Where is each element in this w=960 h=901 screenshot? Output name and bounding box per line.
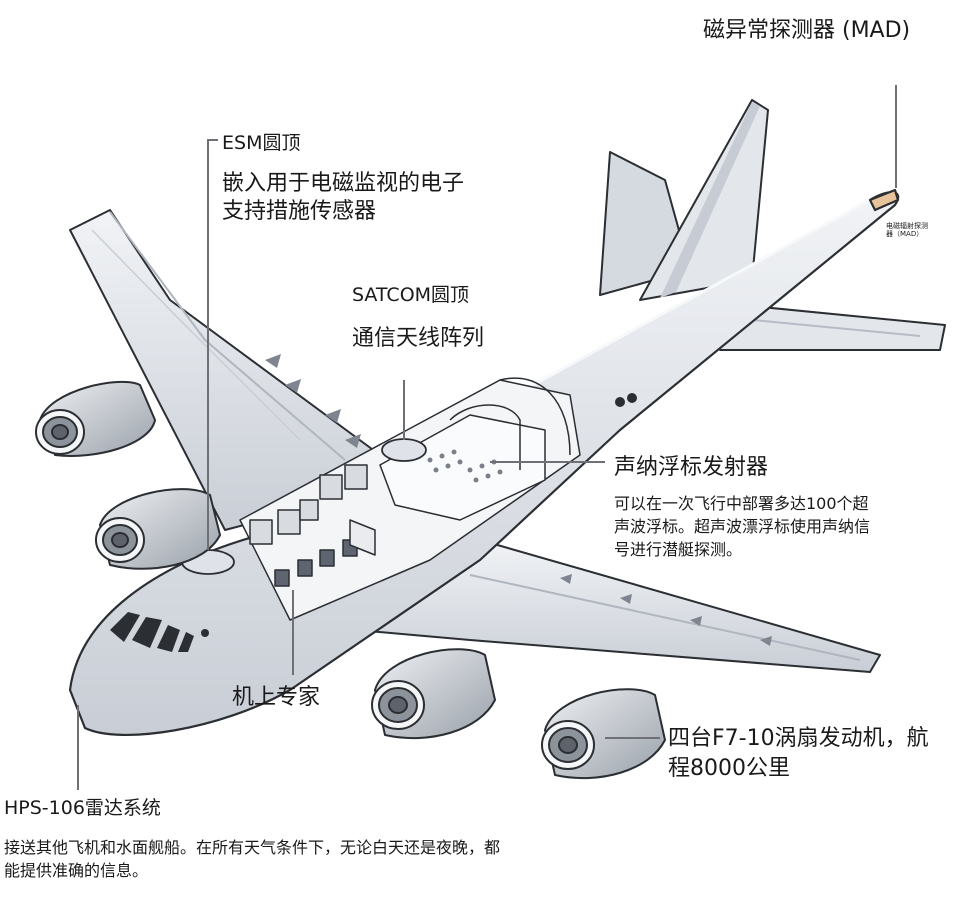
left-wing (69, 209, 381, 531)
vertical-tail (599, 99, 769, 301)
radar-desc-line2: 能提供准确的信息。 (4, 861, 149, 880)
leader-lines (77, 85, 897, 790)
mad-title: 磁异常探测器 (MAD) (703, 18, 911, 43)
esm-desc-line1: 嵌入用于电磁监视的电子 (222, 171, 465, 196)
engine-line1: 四台F7-10涡扇发动机，航 (668, 726, 929, 751)
leader-esm (207, 139, 218, 550)
radar-description: 接送其他飞机和水面舰船。在所有天气条件下，无论白天还是夜晚，都 能提供准确的信息… (4, 836, 500, 882)
satcom-title: SATCOM圆顶 (352, 284, 470, 306)
sonobuoy-desc-line1: 可以在一次飞行中部署多达100个超 (614, 494, 869, 513)
mad-tag-line1: 电磁辐射探测 (886, 222, 928, 230)
esm-title: ESM圆顶 (222, 132, 301, 154)
sonobuoy-description: 可以在一次飞行中部署多达100个超 声波浮标。超声波漂浮标使用声纳信 号进行潜艇… (614, 492, 870, 561)
radar-title: HPS-106雷达系统 (4, 797, 161, 819)
cockpit-windows (110, 612, 209, 652)
engine-line2: 程8000公里 (668, 756, 790, 781)
engines (35, 381, 666, 779)
sonobuoy-title: 声纳浮标发射器 (614, 455, 769, 480)
sonobuoy-desc-line2: 声波浮标。超声波漂浮标使用声纳信 (614, 517, 871, 536)
crew-title: 机上专家 (232, 685, 321, 710)
radar-desc-line1: 接送其他飞机和水面舰船。在所有天气条件下，无论白天还是夜晚，都 (4, 838, 501, 857)
sonobuoy-desc-line3: 号进行潜艇探测。 (614, 540, 743, 559)
engine-description: 四台F7-10涡扇发动机，航 程8000公里 (668, 724, 929, 784)
esm-description: 嵌入用于电磁监视的电子 支持措施传感器 (222, 170, 464, 226)
mad-tag-line2: 器（MAD） (886, 230, 924, 238)
esm-desc-line2: 支持措施传感器 (222, 199, 377, 224)
satcom-description: 通信天线阵列 (352, 326, 485, 351)
mad-tag: 电磁辐射探测 器（MAD） (886, 222, 928, 238)
cutaway-cabin (239, 377, 581, 621)
